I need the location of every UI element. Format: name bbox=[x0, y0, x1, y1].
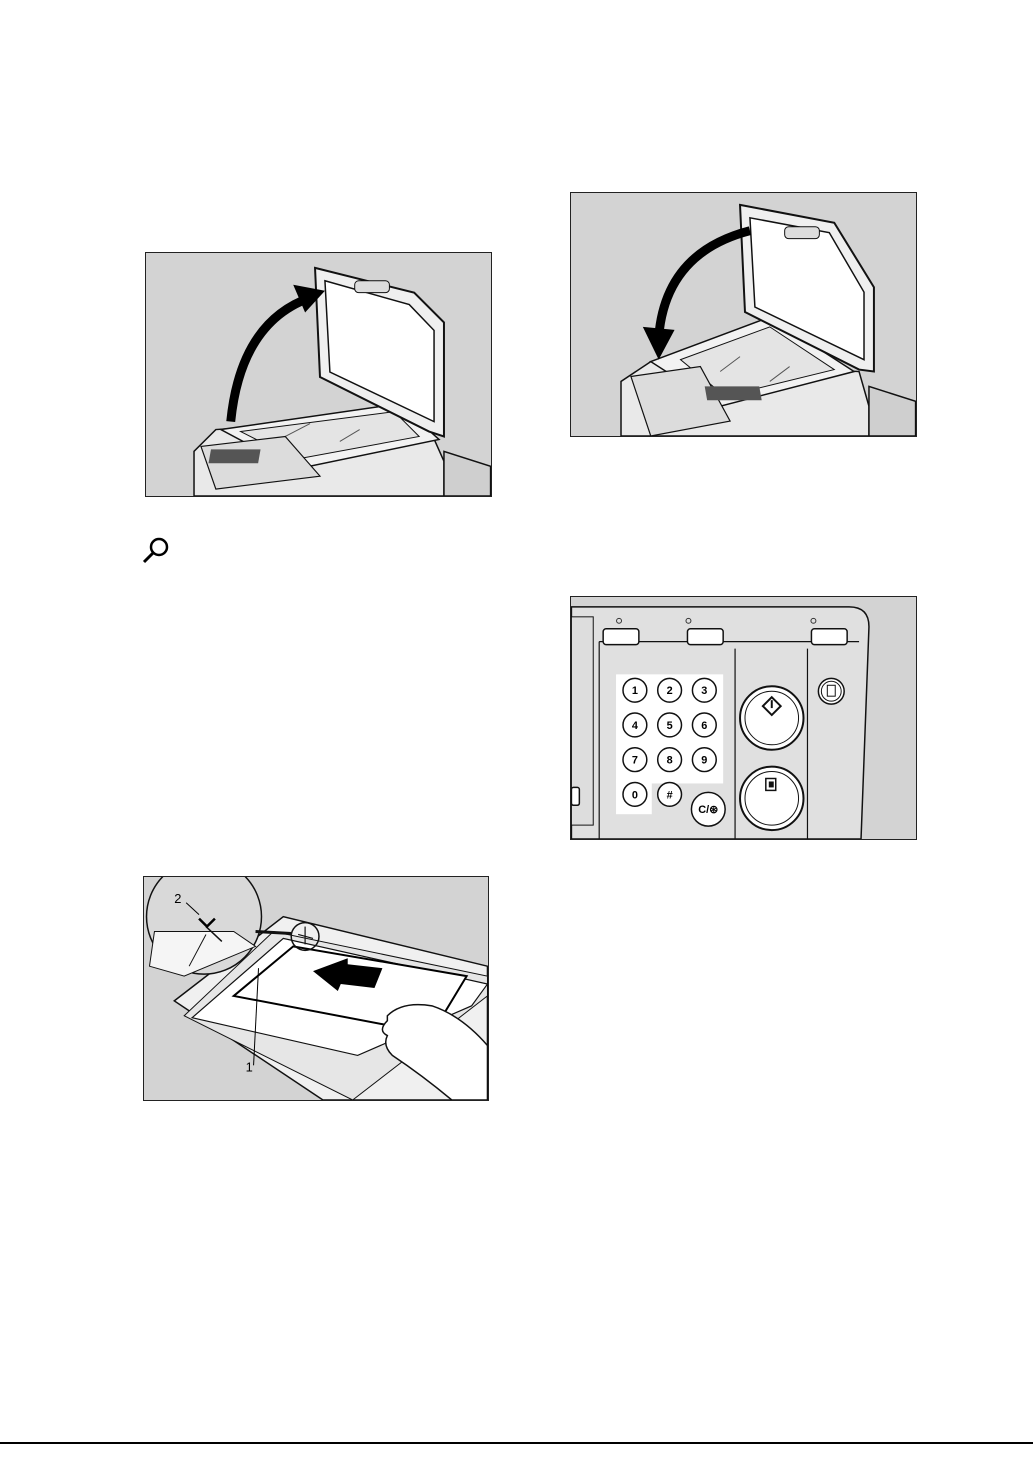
figure-place-original: 2 1 bbox=[143, 876, 489, 1101]
callout-1-label: 1 bbox=[246, 1059, 253, 1074]
svg-text:2: 2 bbox=[667, 685, 673, 697]
clear-modes-key[interactable] bbox=[687, 629, 723, 645]
key-6[interactable]: 6 bbox=[692, 713, 716, 737]
program-key[interactable] bbox=[603, 629, 639, 645]
close-cover-illustration bbox=[571, 193, 916, 436]
svg-text:0: 0 bbox=[632, 789, 638, 801]
key-9[interactable]: 9 bbox=[692, 748, 716, 772]
key-5[interactable]: 5 bbox=[658, 713, 682, 737]
interrupt-key[interactable] bbox=[811, 629, 847, 645]
key-1[interactable]: 1 bbox=[623, 678, 647, 702]
key-8[interactable]: 8 bbox=[658, 748, 682, 772]
sample-copy-icon bbox=[766, 779, 776, 791]
sample-copy-key[interactable] bbox=[740, 767, 803, 830]
svg-text:C/⊛: C/⊛ bbox=[698, 804, 718, 816]
figure-control-panel: 1 2 3 4 5 6 7 8 9 0 # C/⊛ bbox=[570, 596, 917, 840]
clear-stop-key[interactable]: C/⊛ bbox=[691, 792, 725, 826]
energy-saver-icon bbox=[827, 685, 835, 696]
key-4[interactable]: 4 bbox=[623, 713, 647, 737]
control-panel-illustration: 1 2 3 4 5 6 7 8 9 0 # C/⊛ bbox=[571, 597, 916, 839]
figure-close-cover bbox=[570, 192, 917, 437]
callout-2-label: 2 bbox=[174, 891, 181, 906]
key-2[interactable]: 2 bbox=[658, 678, 682, 702]
open-cover-illustration bbox=[146, 253, 491, 496]
energy-saver-key[interactable] bbox=[818, 678, 844, 704]
key-0[interactable]: 0 bbox=[623, 782, 647, 806]
key-hash[interactable]: # bbox=[658, 782, 682, 806]
svg-text:9: 9 bbox=[701, 755, 707, 767]
key-7[interactable]: 7 bbox=[623, 748, 647, 772]
svg-text:8: 8 bbox=[667, 755, 673, 767]
svg-text:#: # bbox=[667, 789, 673, 801]
figure-open-cover bbox=[145, 252, 492, 497]
svg-text:3: 3 bbox=[701, 685, 707, 697]
svg-text:7: 7 bbox=[632, 755, 638, 767]
place-original-illustration: 2 1 bbox=[144, 877, 488, 1100]
start-key[interactable] bbox=[740, 686, 803, 749]
svg-text:6: 6 bbox=[701, 720, 707, 732]
svg-text:4: 4 bbox=[632, 720, 638, 732]
footer-rule bbox=[0, 1442, 1033, 1444]
magnifier-icon bbox=[140, 535, 172, 567]
key-3[interactable]: 3 bbox=[692, 678, 716, 702]
svg-text:1: 1 bbox=[632, 685, 638, 697]
svg-text:5: 5 bbox=[667, 720, 673, 732]
